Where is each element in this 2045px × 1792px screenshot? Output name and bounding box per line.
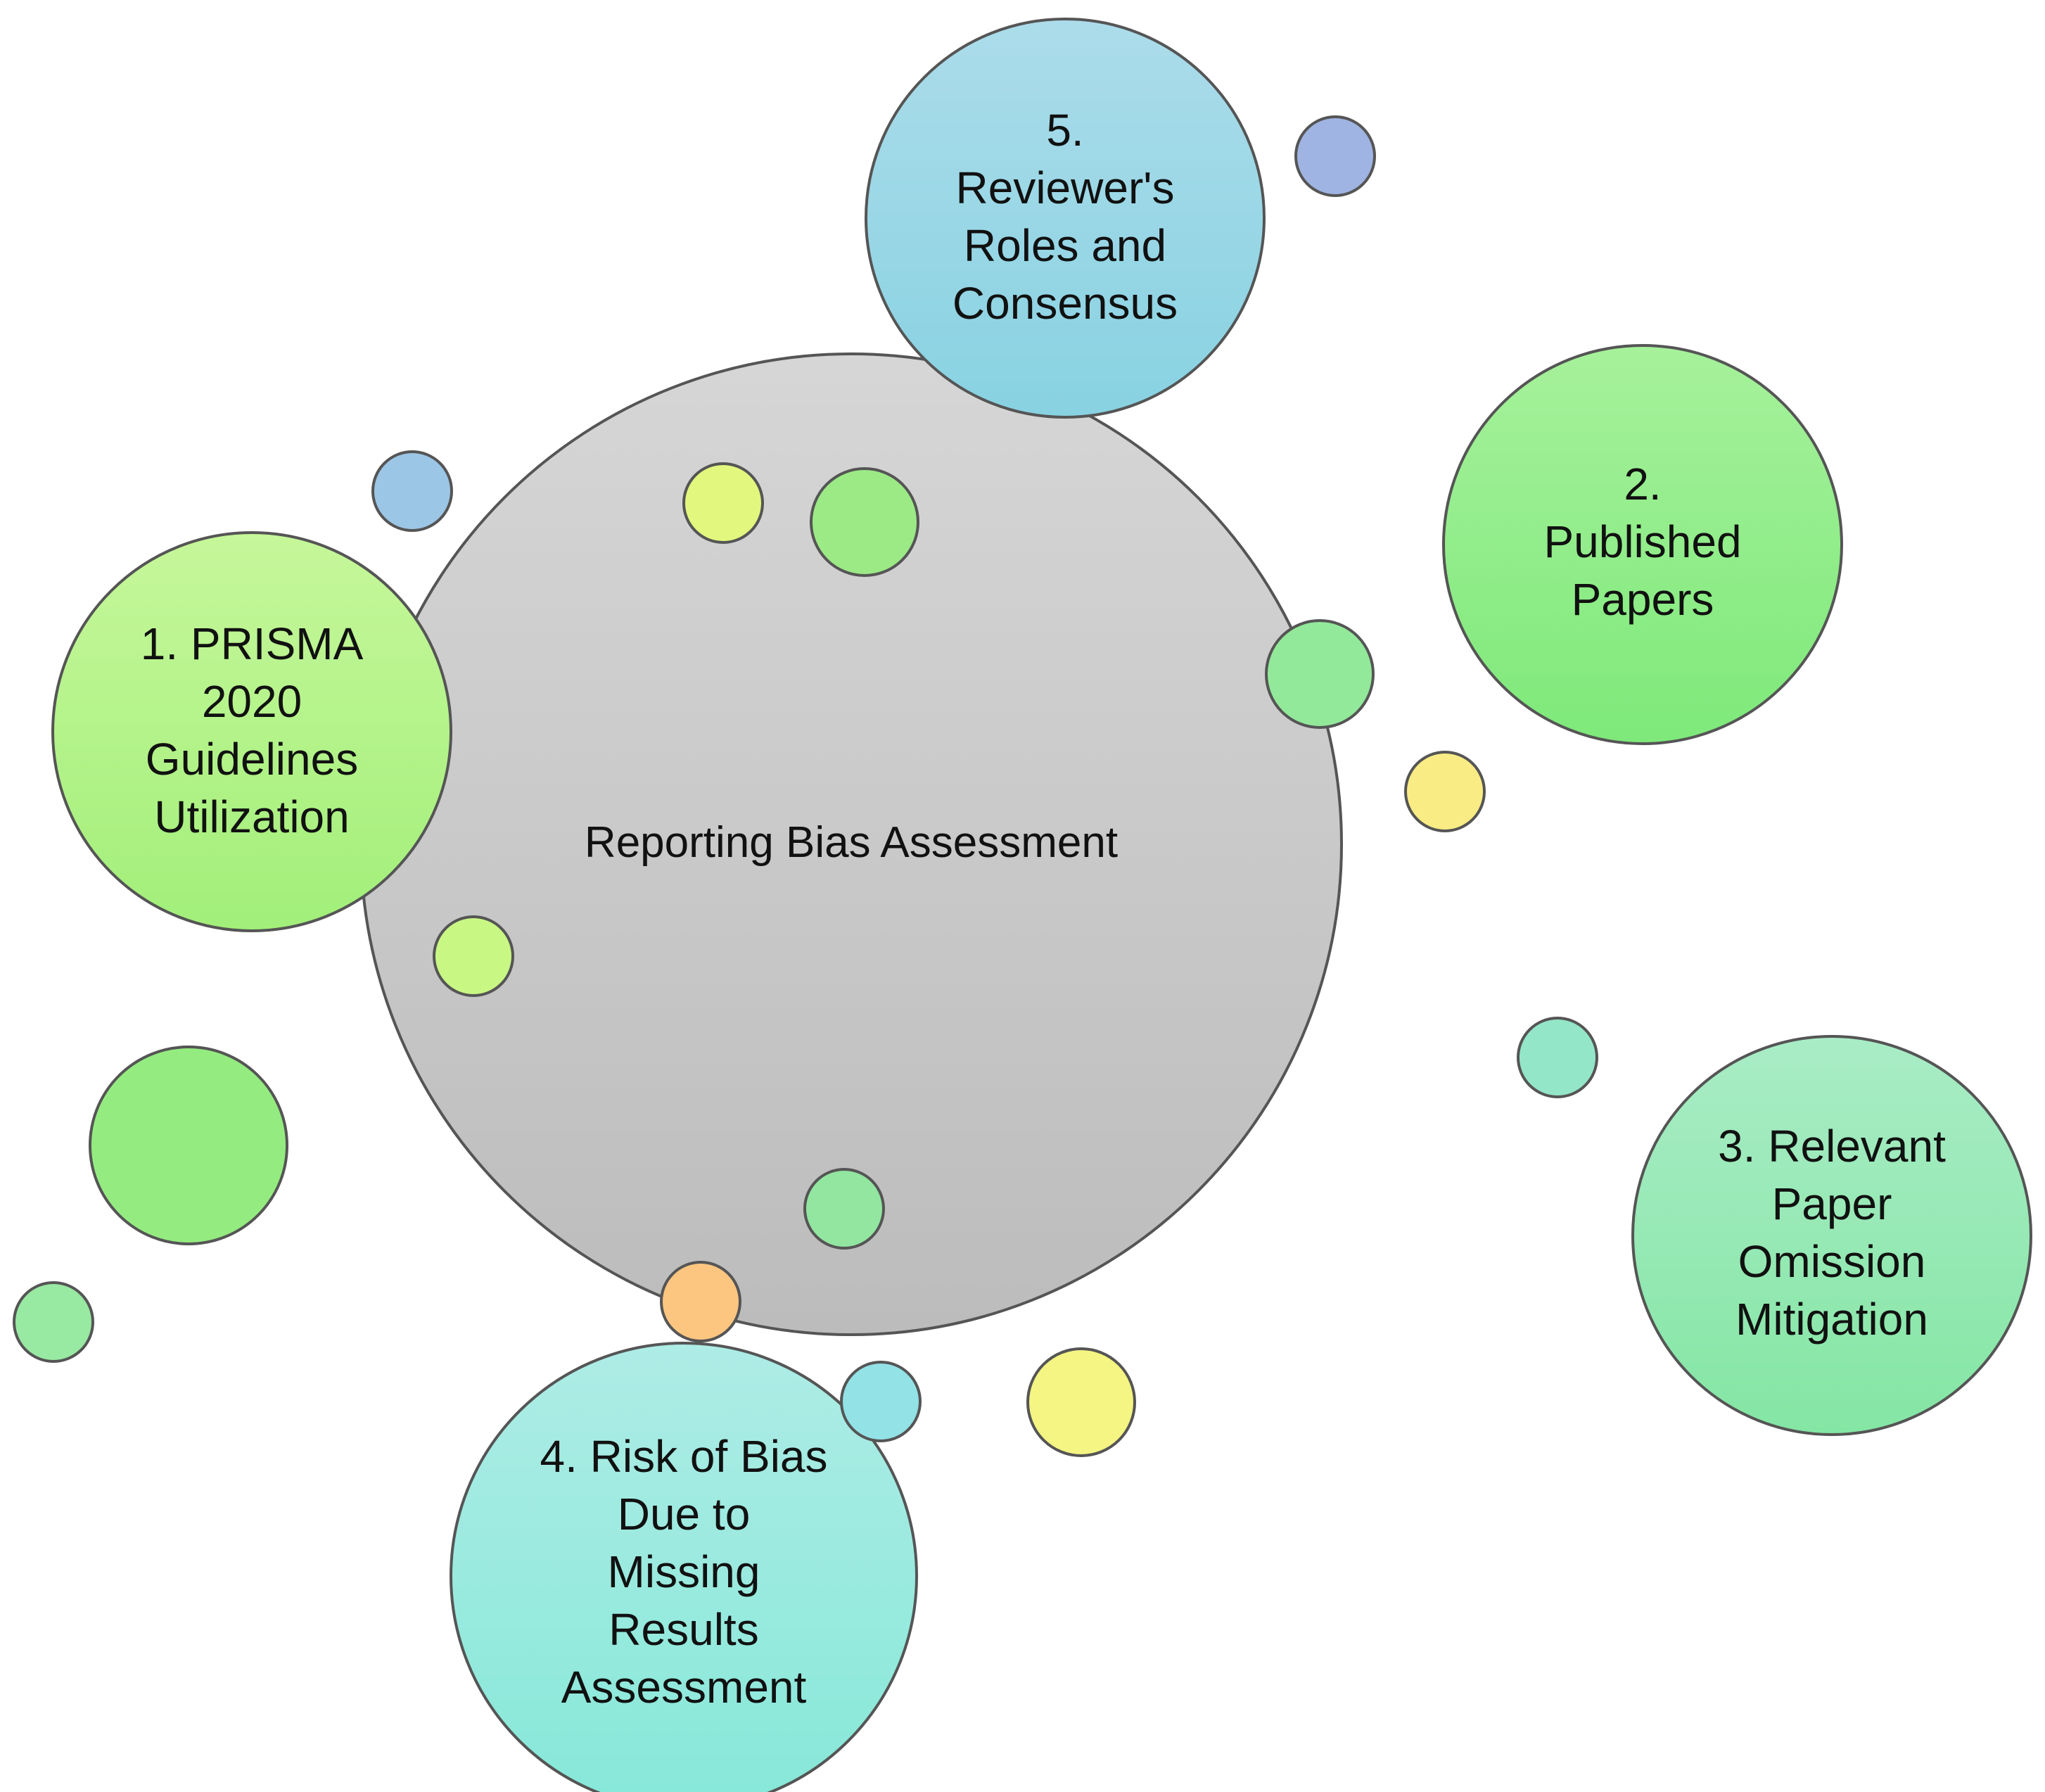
decor-circle [1265,619,1375,729]
node-label-line: 2. [1624,459,1661,509]
decor-circle [803,1168,885,1250]
decor-circle [13,1281,94,1363]
node-label-line: Reviewer's [956,163,1175,213]
node-omission-circle [1631,1035,2032,1436]
node-label-line: Roles and [964,220,1166,271]
node-label-line: 5. [1046,105,1083,155]
node-reviewers-circle [865,18,1266,419]
decor-circle [433,915,514,997]
decor-circle [840,1361,922,1442]
node-published-circle [1442,344,1843,745]
node-label-line: Utilization [154,792,349,842]
decor-circle [371,450,453,532]
node-label-line: Assessment [561,1662,807,1712]
decor-circle [1517,1017,1598,1098]
node-label-line: 2020 [202,676,302,727]
node-label-line: Guidelines [146,734,358,784]
node-label-line: Published [1543,516,1741,567]
node-prisma-circle [51,531,452,932]
node-missing-circle [450,1342,918,1792]
node-label-line: 4. Risk of Bias [540,1431,827,1482]
node-label-line: Mitigation [1735,1294,1928,1345]
node-label-line: 1. PRISMA [141,618,364,669]
decor-circle [1404,751,1486,832]
decor-circle [682,462,764,544]
decor-circle [89,1046,288,1245]
node-label-line: Results [609,1604,758,1655]
node-label-line: Consensus [953,278,1178,329]
node-label-line: Due to [618,1489,751,1539]
node-label-line: 3. Relevant [1718,1121,1946,1171]
decor-circle [1026,1347,1136,1457]
node-label-line: Paper [1772,1178,1892,1229]
center-label: Reporting Bias Assessment [585,818,1118,867]
decor-circle [810,467,919,577]
node-label-line: Omission [1738,1236,1926,1287]
node-label-line: Missing [608,1546,760,1597]
decor-circle [660,1261,741,1342]
node-label-line: Papers [1572,574,1714,625]
decor-circle [1294,115,1376,197]
